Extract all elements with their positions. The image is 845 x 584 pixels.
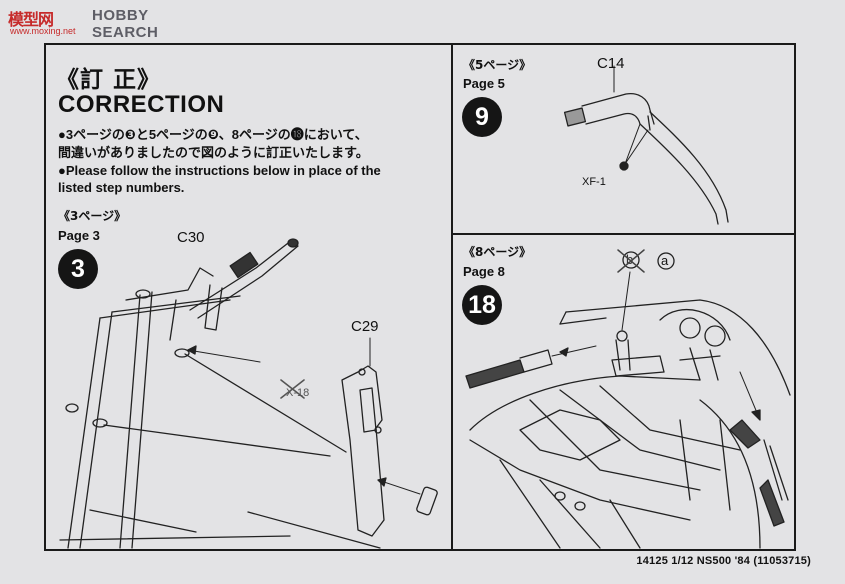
part-label-c14: C14	[597, 55, 625, 72]
page5-heading-jp: 《5ページ》	[463, 58, 532, 72]
correction-text-jp-1: ●3ページの❸と5ページの❾、8ページの⓲において、	[58, 127, 368, 142]
step-9-badge: 9	[462, 97, 502, 137]
footer-code: 14125 1/12 NS500 '84 (11053715)	[636, 555, 811, 567]
paint-label-xf1: XF-1	[582, 176, 606, 188]
correction-frame	[44, 43, 796, 551]
part-label-c29: C29	[351, 318, 379, 335]
watermark-url: www.moxing.net	[10, 26, 76, 36]
replacement-marker-a: a	[661, 253, 669, 268]
page5-heading-en: Page 5	[463, 76, 505, 91]
correction-text-en-2: listed step numbers.	[58, 180, 185, 195]
horizontal-divider	[451, 233, 796, 235]
page3-heading-en: Page 3	[58, 228, 100, 243]
c14-cable-drawing	[563, 65, 729, 225]
vertical-divider	[451, 43, 453, 551]
handlebar-assembly-drawing	[465, 249, 791, 549]
watermark-search: HOBBY SEARCH	[92, 7, 159, 41]
title-japanese: 《訂 正》	[56, 67, 162, 93]
part-label-c30: C30	[177, 229, 205, 246]
correction-text-jp-2: 間違いがありましたので図のように訂正いたします。	[58, 145, 369, 160]
correction-text-en-1: ●Please follow the instructions below in…	[58, 163, 381, 178]
page8-heading-en: Page 8	[463, 264, 505, 279]
title-english: CORRECTION	[58, 91, 225, 118]
page3-heading-jp: 《3ページ》	[58, 209, 127, 223]
step-18-badge: 18	[462, 285, 502, 325]
step-3-badge: 3	[58, 249, 98, 289]
watermark: 模型网 HOBBY SEARCH www.moxing.net	[4, 2, 204, 41]
watermark-logo: 模型网	[8, 12, 54, 29]
page8-heading-jp: 《8ページ》	[463, 245, 532, 259]
frame-assembly-drawing	[59, 238, 438, 549]
